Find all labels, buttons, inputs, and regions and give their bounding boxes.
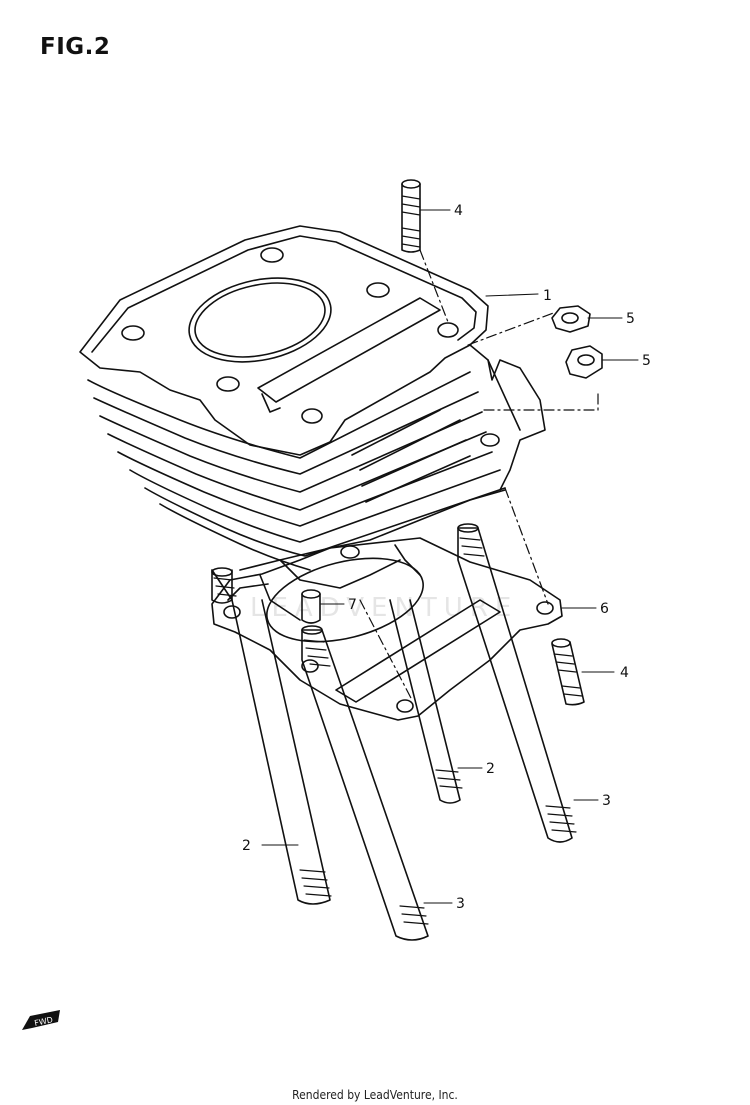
stud-short-top[interactable] <box>401 179 421 253</box>
fwd-label: FWD <box>34 1015 54 1028</box>
callout-4-lower: 4 <box>620 665 629 681</box>
callout-3-right: 3 <box>602 793 611 809</box>
forward-direction-arrow-icon: FWD <box>22 1010 60 1030</box>
callout-6: 6 <box>600 601 609 617</box>
stud-long-rear-left[interactable] <box>389 599 463 804</box>
exploded-parts-diagram: 4 1 5 5 6 7 4 2 3 2 3 <box>79 179 651 941</box>
figure-title: FIG.2 <box>40 34 111 60</box>
assembly-lines <box>359 249 599 701</box>
stud-long-rear-right[interactable] <box>457 523 577 843</box>
nut-lower[interactable] <box>565 345 603 379</box>
callout-3-left: 3 <box>456 896 465 912</box>
stud-long-front[interactable] <box>301 625 429 941</box>
dowel-pin[interactable] <box>301 589 321 624</box>
callout-7: 7 <box>348 597 357 613</box>
nut-upper[interactable] <box>551 305 591 333</box>
callout-5-lower: 5 <box>642 353 651 369</box>
cylinder-block[interactable] <box>79 225 546 621</box>
callout-1: 1 <box>543 288 552 304</box>
callout-5-upper: 5 <box>626 311 635 327</box>
callout-2-left: 2 <box>242 838 251 854</box>
footer-credit: Rendered by LeadVenture, Inc. <box>292 1088 458 1102</box>
stud-long-left[interactable] <box>211 567 332 905</box>
leader-lines <box>261 209 639 904</box>
callout-2-right: 2 <box>486 761 495 777</box>
callout-labels: 4 1 5 5 6 7 4 2 3 2 3 <box>242 203 651 912</box>
cylinder-base-gasket[interactable] <box>211 537 563 721</box>
stud-short-lower[interactable] <box>551 638 585 706</box>
callout-4-top: 4 <box>454 203 463 219</box>
